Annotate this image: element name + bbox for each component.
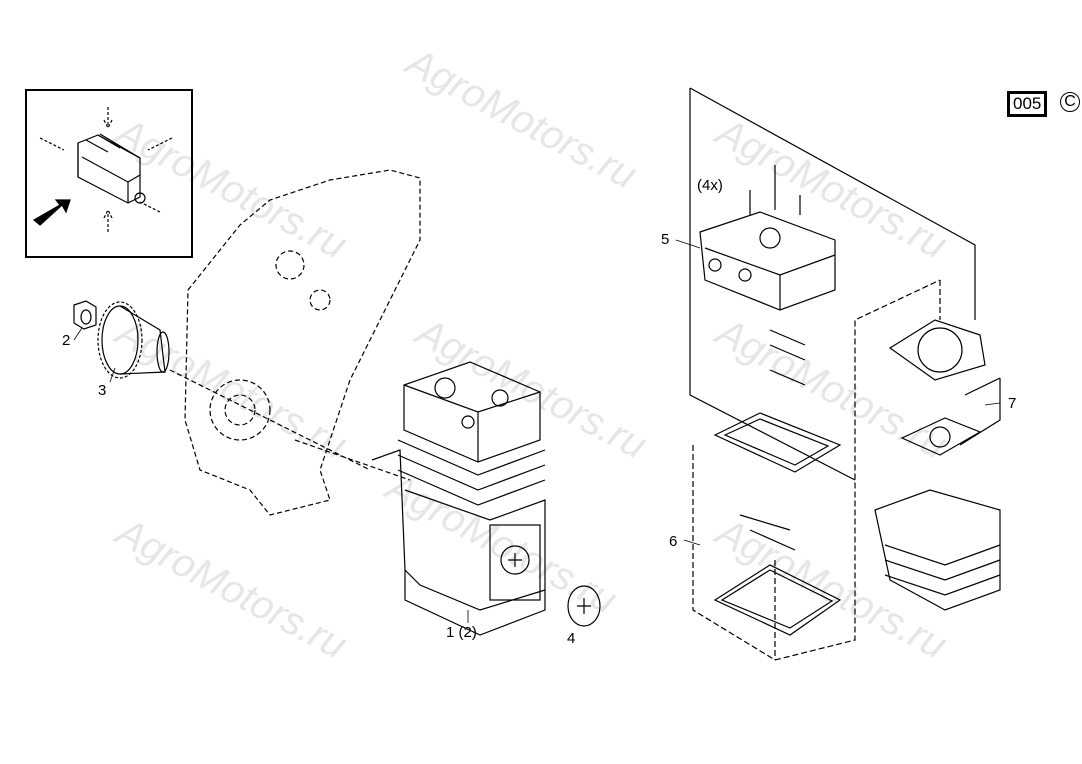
leader-lines: [73, 239, 1001, 623]
cover-drawing: [567, 585, 601, 627]
callout-gasket-kit: 7: [1008, 395, 1017, 412]
copyright-symbol: C: [1060, 92, 1080, 112]
callout-nut: 2: [62, 332, 71, 349]
inset-orientation-view: [25, 89, 193, 258]
figure-reference-number: 005: [1007, 91, 1048, 117]
compressor-drawing: [371, 361, 546, 636]
callout-valve-plate: 6: [669, 533, 678, 550]
callout-compressor: 1 (2): [446, 624, 477, 641]
callout-cylinder-head: 5: [661, 231, 670, 248]
nut-and-gear-drawing: [73, 300, 170, 379]
engine-block-outline: [169, 169, 421, 516]
callout-bolt-quantity: (4x): [697, 177, 723, 194]
cylinder-head-group-outline: [689, 87, 1001, 661]
callout-cover: 4: [567, 630, 576, 647]
callout-gear: 3: [98, 382, 107, 399]
